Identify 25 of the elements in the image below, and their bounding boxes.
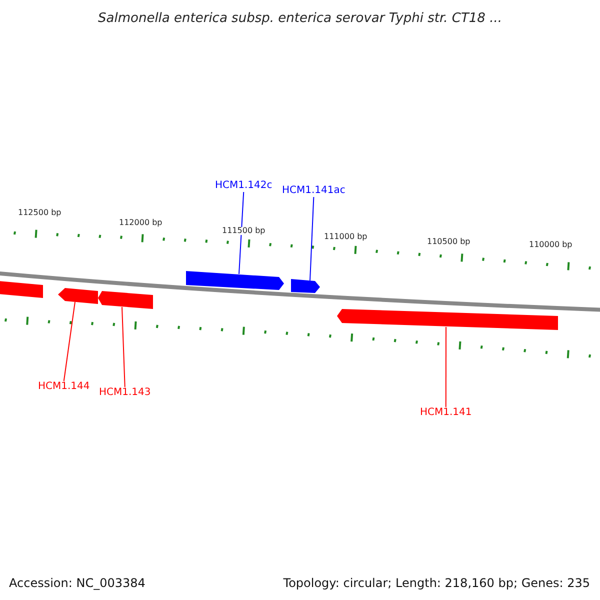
gene-label: HCM1.141	[420, 408, 472, 418]
gene-label: HCM1.141ac	[282, 186, 346, 196]
leader-line	[238, 192, 244, 274]
gene-label: HCM1.142c	[215, 181, 272, 191]
title: Salmonella enterica subsp. enterica serovar Typhi str. CT18 ...	[97, 12, 503, 25]
tick-label: 110500 bp	[427, 238, 470, 246]
tick-label: 112500 bp	[18, 209, 62, 217]
tick-label: 112000 bp	[119, 219, 162, 227]
gene-feature	[291, 279, 320, 293]
gene-feature	[98, 291, 153, 309]
tick-label: 111000 bp	[324, 233, 368, 241]
tick-label: 110000 bp	[529, 241, 572, 249]
gene-label: HCM1.144	[38, 382, 90, 392]
gene-feature	[337, 309, 558, 330]
leader-line	[445, 326, 446, 408]
tick-label: 111500 bp	[222, 227, 266, 235]
leader-line	[63, 302, 76, 382]
gene-feature	[0, 281, 43, 298]
gene-label: HCM1.143	[99, 388, 151, 398]
footer-text: Topology: circular; Length: 218,160 bp; Genes: 235	[283, 577, 590, 589]
footer-text: Accession: NC_003384	[9, 577, 146, 589]
leader-line	[310, 196, 314, 281]
gene-feature	[186, 271, 284, 290]
leader-line	[122, 306, 126, 388]
gene-feature	[58, 288, 98, 304]
